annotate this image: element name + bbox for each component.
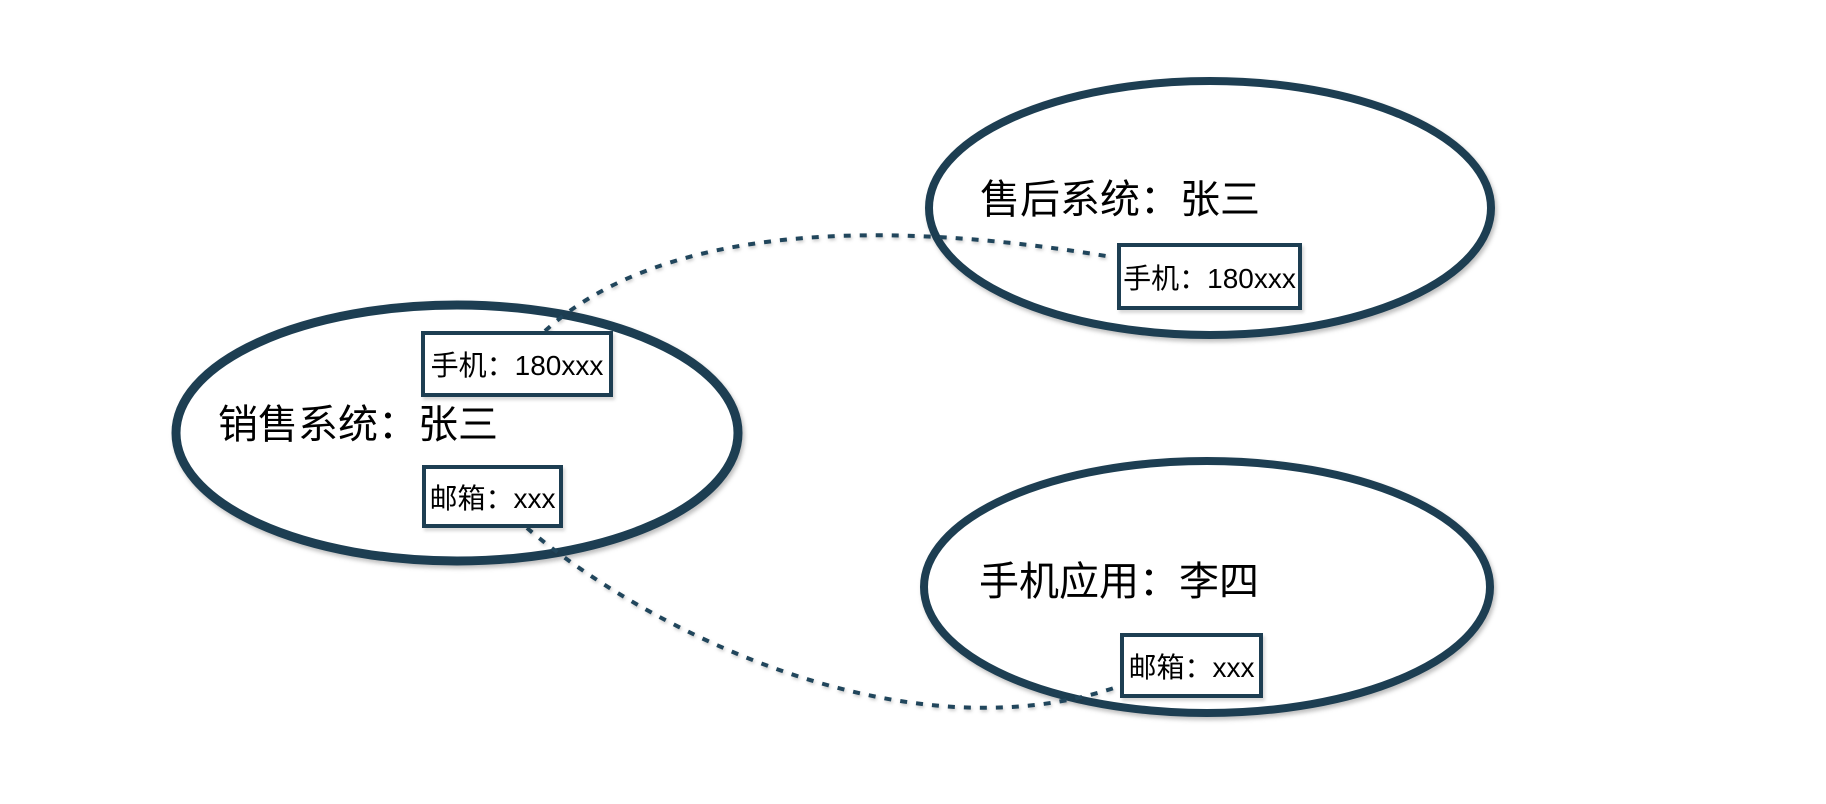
sales-phone-box: 手机：180xxx [421,331,613,397]
aftersales-system-label: 售后系统：张三 [980,178,1260,222]
mobileapp-email-box: 邮箱：xxx [1120,633,1263,698]
mobile-app-label: 手机应用：李四 [979,560,1259,604]
sales-system-label: 销售系统：张三 [218,403,498,447]
phone-match-connector [543,233,1113,333]
mobile-app-ellipse [920,457,1494,717]
email-match-connector [525,526,1118,710]
aftersales-phone-box: 手机：180xxx [1117,243,1302,310]
aftersales-system-ellipse [925,77,1495,339]
sales-email-box: 邮箱：xxx [422,465,563,528]
